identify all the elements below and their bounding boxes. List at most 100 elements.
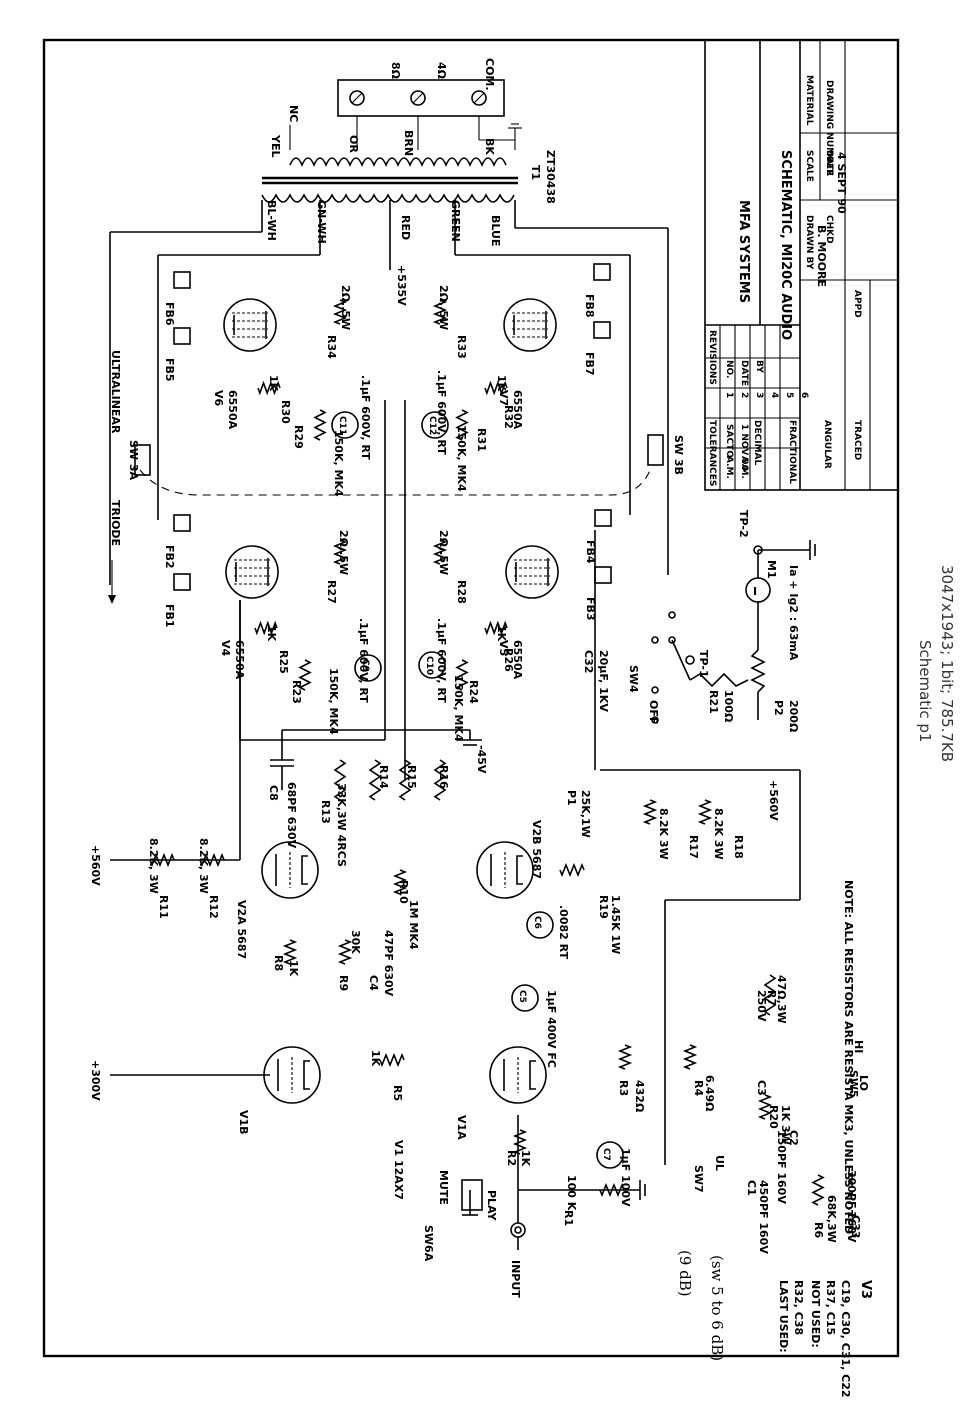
resistor-symbol — [332, 299, 348, 325]
label-ultralinear: ULTRALINEAR — [109, 350, 122, 434]
rail-b560a: +560V — [89, 845, 102, 886]
c32-label: C32 — [582, 650, 595, 673]
r21-label: R21 — [707, 690, 720, 714]
meter-label: M1 — [765, 560, 778, 579]
drawing-border — [42, 38, 900, 1358]
note-not-used-1: R37, C15 — [824, 1280, 837, 1335]
capacitor-c9 — [354, 654, 382, 682]
tube-type: 6550A — [511, 640, 524, 680]
ferrite-bead-fb6 — [173, 271, 191, 289]
handwritten-sw5: (sw 5 to 6 dB) — [708, 1255, 726, 1361]
ferrite-bead-fb1 — [173, 573, 191, 591]
note-resistors: NOTE: ALL RESISTORS ARE RESISTA MK3, UNL… — [842, 880, 855, 1234]
component-label-r13: R13 — [319, 800, 332, 824]
component-label-r26: R26 — [502, 648, 515, 672]
note-not-used-2: C19, C30, C31, C22 — [839, 1280, 852, 1398]
rail-b535: +535V — [395, 265, 408, 306]
component-label-r30v: 1K — [267, 375, 280, 392]
title-block: MFA SYSTEMS SCHEMATIC, MI20C AUDIO MATER… — [704, 39, 899, 491]
scale-label: SCALE — [804, 150, 814, 182]
company-name: MFA SYSTEMS — [736, 200, 751, 303]
tap-com: COM. — [483, 58, 496, 91]
component-label-c10: C10 — [424, 656, 434, 675]
component-label-r9v: 30K — [349, 930, 362, 954]
tube-v4 — [225, 545, 279, 599]
switch-sw3a — [134, 444, 151, 476]
label-triode: TRIODE — [109, 500, 122, 546]
triode-label: V2A 5687 — [235, 900, 248, 959]
component-label-r29v: 150K, MK4 — [332, 430, 345, 497]
resistor-symbol — [484, 380, 508, 396]
component-label-r32v: 1K — [495, 375, 508, 392]
resistor-symbol — [392, 869, 408, 895]
switch-label-sw7: SW7 — [692, 1165, 705, 1193]
ferrite-bead-label: FB3 — [584, 597, 597, 621]
play-label: PLAY — [485, 1190, 498, 1222]
component-label-r12: R12 — [207, 895, 220, 919]
revisions-label: REVISIONS — [707, 330, 717, 385]
component-label-r2v: 1K — [519, 1150, 532, 1167]
note-last-used: R32, C38 — [792, 1280, 805, 1335]
triode-v2a — [261, 841, 319, 899]
component-label-r31: R31 — [475, 428, 488, 452]
lead-yel: YEL — [269, 134, 282, 158]
resistor-symbol — [432, 539, 448, 565]
component-label-r17: R17 — [687, 835, 700, 859]
capacitor-c6 — [526, 911, 554, 939]
rail-b300: +300V — [89, 1060, 102, 1101]
component-label-r2: R2 — [505, 1150, 518, 1166]
lead-bk: BK — [483, 138, 496, 155]
svg-text:I: I — [753, 585, 757, 598]
sw4-label: SW4 — [627, 665, 640, 693]
triode-label: V1B — [237, 1110, 250, 1135]
switch-label-ul: UL — [713, 1155, 726, 1171]
resistor-symbol — [642, 799, 658, 825]
sw4-off: OFF — [647, 700, 660, 724]
rev-col-header: DATE — [739, 360, 749, 386]
component-label-r13v: 33K,3W 4RCS — [335, 783, 348, 867]
component-label-r15: R15 — [405, 765, 418, 789]
handwritten-9db: (9 dB) — [676, 1250, 694, 1297]
component-label-c6: C6 — [532, 916, 542, 929]
rail-neg45: -45V — [475, 745, 488, 774]
component-label-r1: R1 — [562, 1210, 575, 1226]
component-label-r4: R4 — [692, 1080, 705, 1096]
lead-bl-wh: BL-WH — [265, 200, 278, 241]
note-last-used-label: LAST USED: — [777, 1280, 790, 1353]
resistor-symbol — [455, 659, 469, 691]
speaker-terminal-strip — [337, 79, 505, 117]
component-label-c2: C2 — [787, 1130, 800, 1146]
component-label-c5: C5 — [517, 990, 527, 1003]
component-label-c4: C4 — [367, 975, 380, 991]
c32-value: 20µF, 1KV — [597, 650, 610, 712]
drawing-title: SCHEMATIC, MI20C AUDIO — [778, 150, 793, 340]
component-label-c12: C12 — [427, 416, 437, 435]
component-label-p1: P1 — [565, 790, 578, 806]
tap-4-ohm: 4Ω — [435, 62, 448, 80]
component-label-r23: R23 — [290, 680, 303, 704]
driver-stage — [110, 400, 801, 1165]
component-label-r7v: 47Ω,3W — [775, 975, 788, 1024]
resistor-symbol — [333, 759, 347, 801]
tube-type: 6550A — [226, 390, 239, 430]
resistor-symbol — [484, 620, 508, 636]
rev-cell: A.M. — [739, 456, 749, 479]
component-label-r6: R6 — [812, 1222, 825, 1238]
input-section: INPUT SW6A MUTE PLAY — [422, 1115, 646, 1298]
component-label-r29: R29 — [292, 425, 305, 449]
component-label-c1: C1 — [745, 1180, 758, 1196]
component-label-r9: R9 — [337, 975, 350, 991]
tp2-label: TP-2 — [737, 510, 750, 538]
ferrite-bead-label: FB5 — [163, 358, 176, 382]
r21-value: 100Ω — [722, 690, 735, 723]
bias-meter-section: I M1 TP-2 TP-1 Ia + Ig2 : 63mA R21 100Ω … — [582, 510, 816, 733]
resistor-symbol — [512, 1129, 528, 1155]
resistor-symbol — [763, 974, 777, 1016]
capacitor-c5 — [511, 984, 539, 1012]
rev-cell: 1 NOV 90 — [739, 424, 749, 471]
notes: NOTE: ALL RESISTORS ARE RESISTA MK3, UNL… — [676, 880, 873, 1398]
resistor-symbol — [559, 862, 585, 878]
resistor-symbol — [455, 409, 469, 441]
capacitor-c11 — [331, 411, 359, 439]
